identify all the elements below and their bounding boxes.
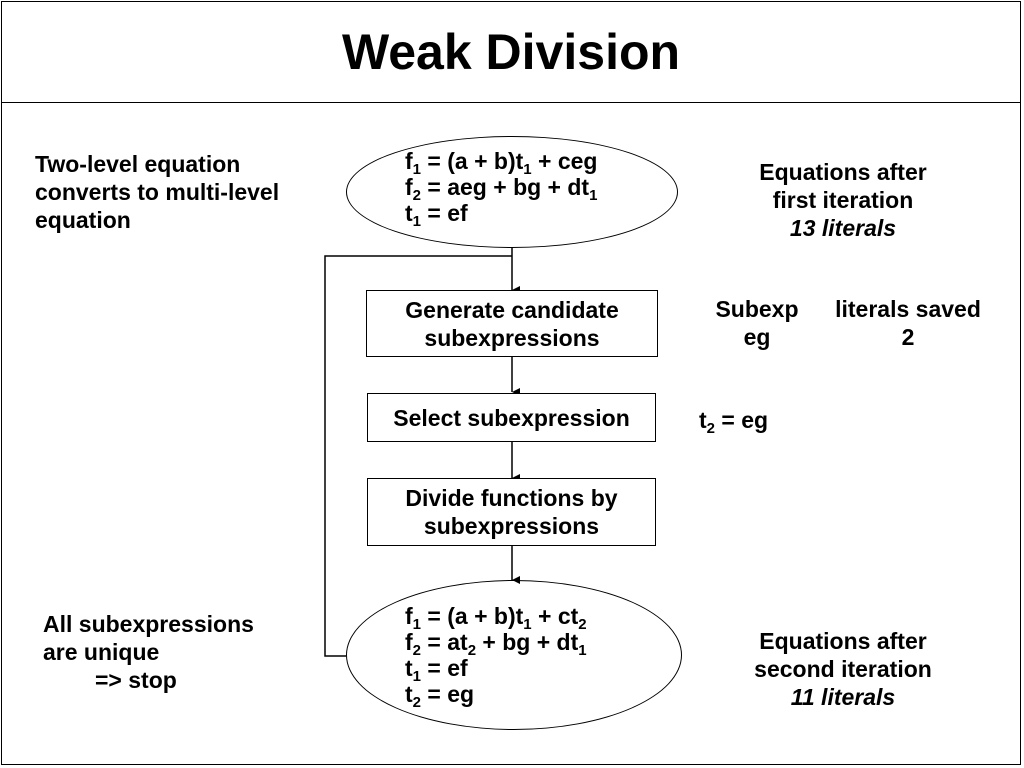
subexp-value: eg [743,324,771,350]
second-iteration-note: Equations after second iteration 11 lite… [733,627,953,711]
note-line: Equations after [759,159,927,185]
left-note-bottom-line: are unique [43,639,160,665]
left-note-bottom: All subexpressions are unique => stop [43,610,254,694]
left-note-top-line: equation [35,207,131,233]
left-note-top-line: converts to multi-level [35,179,280,205]
box-line: subexpressions [423,513,600,539]
generate-candidates-box: Generate candidate subexpressions [366,290,658,357]
box-line: Select subexpression [393,404,630,431]
left-note-bottom-line: All subexpressions [43,611,254,637]
box-line: subexpressions [424,324,600,351]
equation-t2: t2 = eg [405,681,475,711]
literals-saved-value: 2 [901,324,915,350]
equation-t1: t1 = ef [405,655,468,685]
box-line: Divide functions by [405,485,618,511]
equation-f2: f2 = at2 + bg + dt1 [405,629,587,659]
equation-f1: f1 = (a + b)t1 + ceg [405,148,598,178]
first-iteration-note: Equations after first iteration 13 liter… [733,158,953,242]
literals-saved-header: literals saved [835,296,981,322]
select-subexpression-box: Select subexpression [367,393,656,442]
note-line: first iteration [772,187,914,213]
result-equations-ellipse [346,580,682,730]
first-literal-count: 13 literals [789,215,897,241]
literals-saved-column: literals saved 2 [822,295,994,351]
divide-functions-box: Divide functions by subexpressions [367,478,656,546]
second-literal-count: 11 literals [790,684,896,710]
equation-t1: t1 = ef [405,200,468,230]
note-line: Equations after [759,628,927,654]
box-line: Generate candidate [405,296,619,323]
title-bar: Weak Division [1,1,1021,103]
selected-subexpression: t2 = eg [699,407,769,437]
slide-title: Weak Division [341,23,681,80]
left-note-top-line: Two-level equation [35,151,241,177]
equation-f1: f1 = (a + b)t1 + ct2 [405,603,587,633]
loop-back-line [324,255,512,657]
result-equations: f1 = (a + b)t1 + ct2 f2 = at2 + bg + dt1… [405,603,587,711]
left-note-bottom-line: => stop [95,667,177,693]
note-line: second iteration [754,656,932,682]
initial-equations-ellipse [346,136,678,248]
left-note-top: Two-level equation converts to multi-lev… [35,150,279,234]
equation-f2: f2 = aeg + bg + dt1 [405,174,598,204]
initial-equations: f1 = (a + b)t1 + ceg f2 = aeg + bg + dt1… [405,148,598,230]
subexp-column: Subexp eg [702,295,812,351]
subexp-header: Subexp [715,296,799,322]
